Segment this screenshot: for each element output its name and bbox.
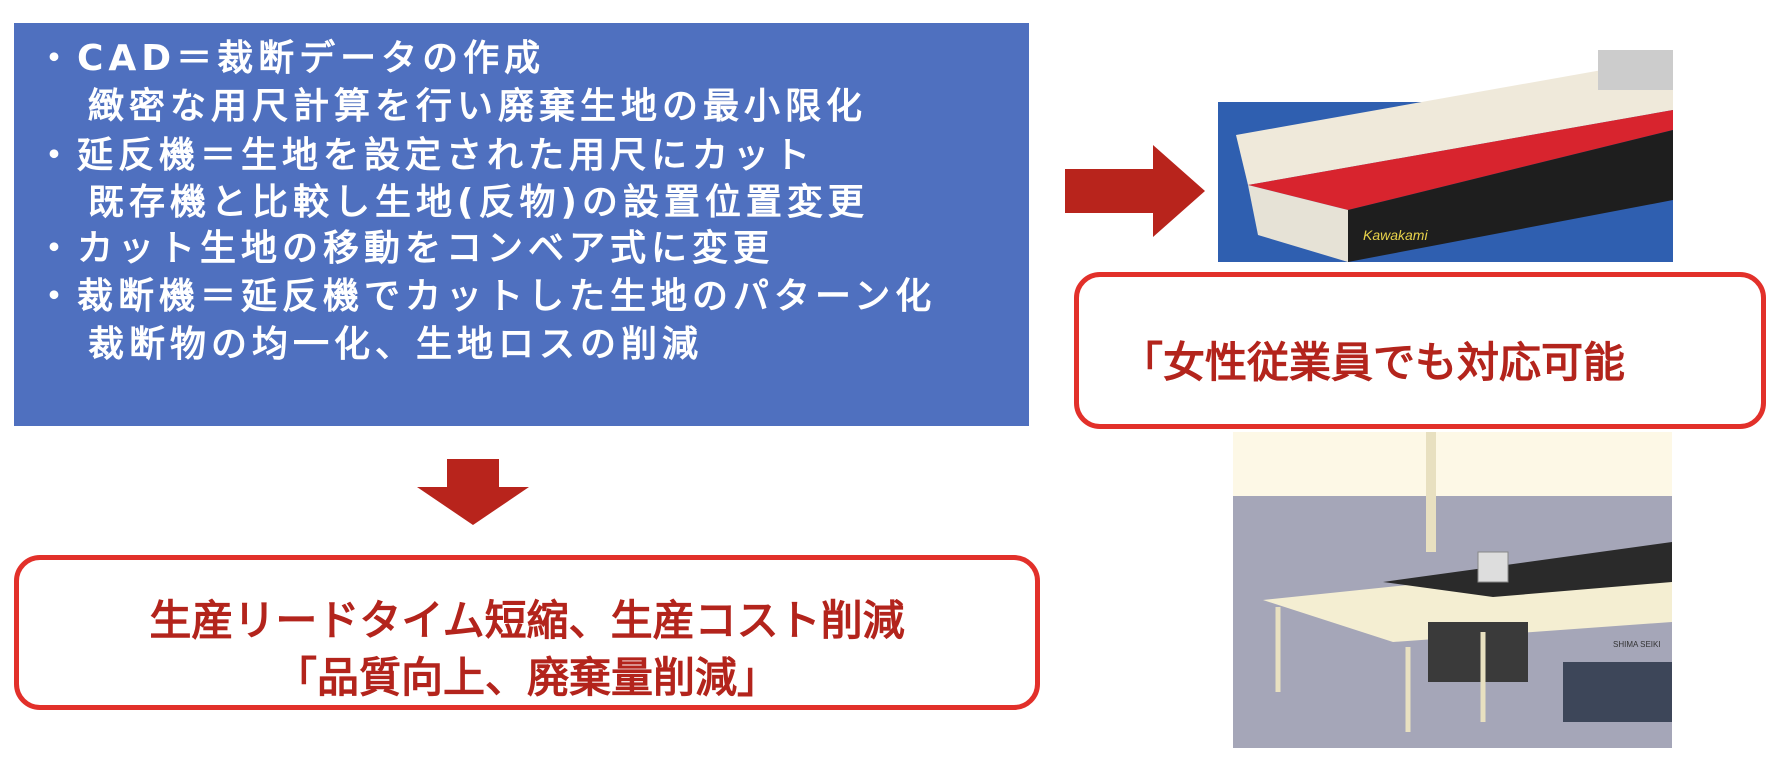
bullet-cutter: ・裁断機＝延反機でカットした生地のパターン化 bbox=[36, 276, 937, 317]
result-line-1: 生産リードタイム短縮、生産コスト削減 bbox=[149, 596, 905, 645]
spreading-machine-photo: Kawakami bbox=[1218, 40, 1673, 262]
cutter-brand-logo: SHIMA SEIKI bbox=[1613, 640, 1661, 649]
bullet-conveyor: ・カット生地の移動をコンベア式に変更 bbox=[36, 228, 775, 269]
bullet-spreader: ・延反機＝生地を設定された用尺にカット bbox=[36, 135, 816, 176]
bullet-spreader-detail: 既存機と比較し生地(反物)の設置位置変更 bbox=[88, 182, 869, 223]
spreader-brand-logo: Kawakami bbox=[1363, 227, 1428, 243]
bullet-cad: ・CAD＝裁断データの作成 bbox=[36, 38, 546, 79]
note-box: 「女性従業員でも対応可能 bbox=[1074, 272, 1766, 429]
bullet-cutter-detail: 裁断物の均一化、生地ロスの削減 bbox=[88, 324, 704, 365]
result-line-2: 「品質向上、廃棄量削減」 bbox=[274, 653, 779, 702]
cutting-machine-photo: SHIMA SEIKI bbox=[1233, 432, 1672, 748]
down-arrow-icon bbox=[417, 459, 529, 525]
bullet-cad-detail: 緻密な用尺計算を行い廃棄生地の最小限化 bbox=[88, 86, 868, 127]
right-arrow-icon bbox=[1065, 145, 1205, 237]
note-text: 「女性従業員でも対応可能 bbox=[1121, 338, 1626, 387]
result-box: 生産リードタイム短縮、生産コスト削減 「品質向上、廃棄量削減」 bbox=[14, 555, 1040, 710]
method-description-box: ・CAD＝裁断データの作成 緻密な用尺計算を行い廃棄生地の最小限化 ・延反機＝生… bbox=[14, 23, 1029, 426]
